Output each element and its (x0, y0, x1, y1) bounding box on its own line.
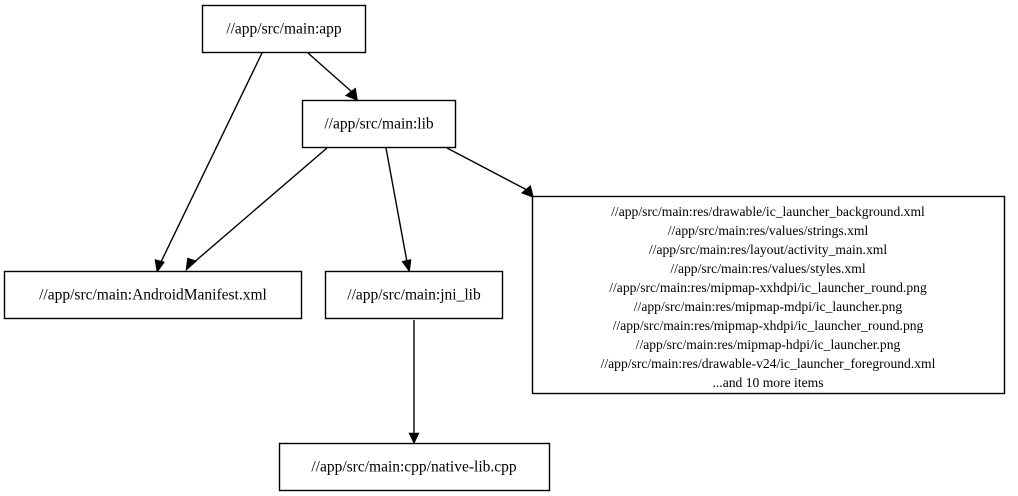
node-resources-line-8: //app/src/main:res/mipmap-hdpi/ic_launch… (636, 337, 901, 352)
edge-lib-to-jni-lib (385, 147, 412, 273)
node-resources-line-9: //app/src/main:res/drawable-v24/ic_launc… (601, 356, 936, 371)
node-resources-line-7: //app/src/main:res/mipmap-xhdpi/ic_launc… (613, 318, 924, 333)
edge-line (385, 147, 408, 263)
node-resources-line-1: //app/src/main:res/drawable/ic_launcher_… (611, 204, 925, 219)
node-resources-line-10: ...and 10 more items (713, 375, 824, 390)
arrowhead-icon (344, 87, 358, 101)
node-jni-lib-label: //app/src/main:jni_lib (347, 287, 481, 304)
node-resources-box[interactable] (531, 195, 1006, 395)
node-app-box[interactable] (201, 4, 367, 54)
node-android-manifest-box[interactable] (3, 270, 303, 320)
edge-line (307, 52, 353, 93)
edge-line (446, 147, 528, 191)
node-resources-line-5: //app/src/main:res/mipmap-xxhdpi/ic_laun… (609, 280, 927, 295)
node-resources-line-3: //app/src/main:res/layout/activity_main.… (649, 242, 887, 257)
node-resources-line-6: //app/src/main:res/mipmap-mdpi/ic_launch… (634, 299, 903, 314)
node-resources-line-2: //app/src/main:res/values/strings.xml (668, 223, 869, 238)
edge-app-to-lib (307, 52, 358, 101)
node-lib[interactable]: //app/src/main:lib (301, 99, 457, 149)
node-resources[interactable]: //app/src/main:res/drawable/ic_launcher_… (531, 195, 1006, 395)
edge-line (191, 147, 328, 265)
node-native-lib-label: //app/src/main:cpp/native-lib.cpp (311, 459, 517, 476)
node-app[interactable]: //app/src/main:app (201, 4, 367, 54)
edge-line (159, 52, 263, 265)
edge-jni-lib-to-native-lib (408, 320, 420, 445)
node-native-lib[interactable]: //app/src/main:cpp/native-lib.cpp (278, 442, 551, 492)
arrowhead-icon (154, 259, 165, 274)
arrowhead-icon (520, 184, 534, 198)
arrowhead-icon (401, 259, 412, 273)
node-lib-box[interactable] (301, 99, 457, 149)
node-jni-lib-box[interactable] (324, 270, 504, 320)
arrowhead-icon (408, 432, 420, 445)
node-android-manifest[interactable]: //app/src/main:AndroidManifest.xml (3, 270, 303, 320)
arrowhead-icon (185, 257, 198, 272)
edge-app-to-manifest (154, 52, 263, 274)
node-app-label: //app/src/main:app (226, 21, 342, 38)
node-jni-lib[interactable]: //app/src/main:jni_lib (324, 270, 504, 320)
node-native-lib-box[interactable] (278, 442, 551, 492)
node-android-manifest-label: //app/src/main:AndroidManifest.xml (39, 287, 267, 304)
edge-lib-to-manifest (185, 147, 328, 272)
node-resources-line-4: //app/src/main:res/values/styles.xml (670, 261, 865, 276)
edge-lib-to-resources (446, 147, 534, 198)
node-lib-label: //app/src/main:lib (324, 116, 434, 133)
